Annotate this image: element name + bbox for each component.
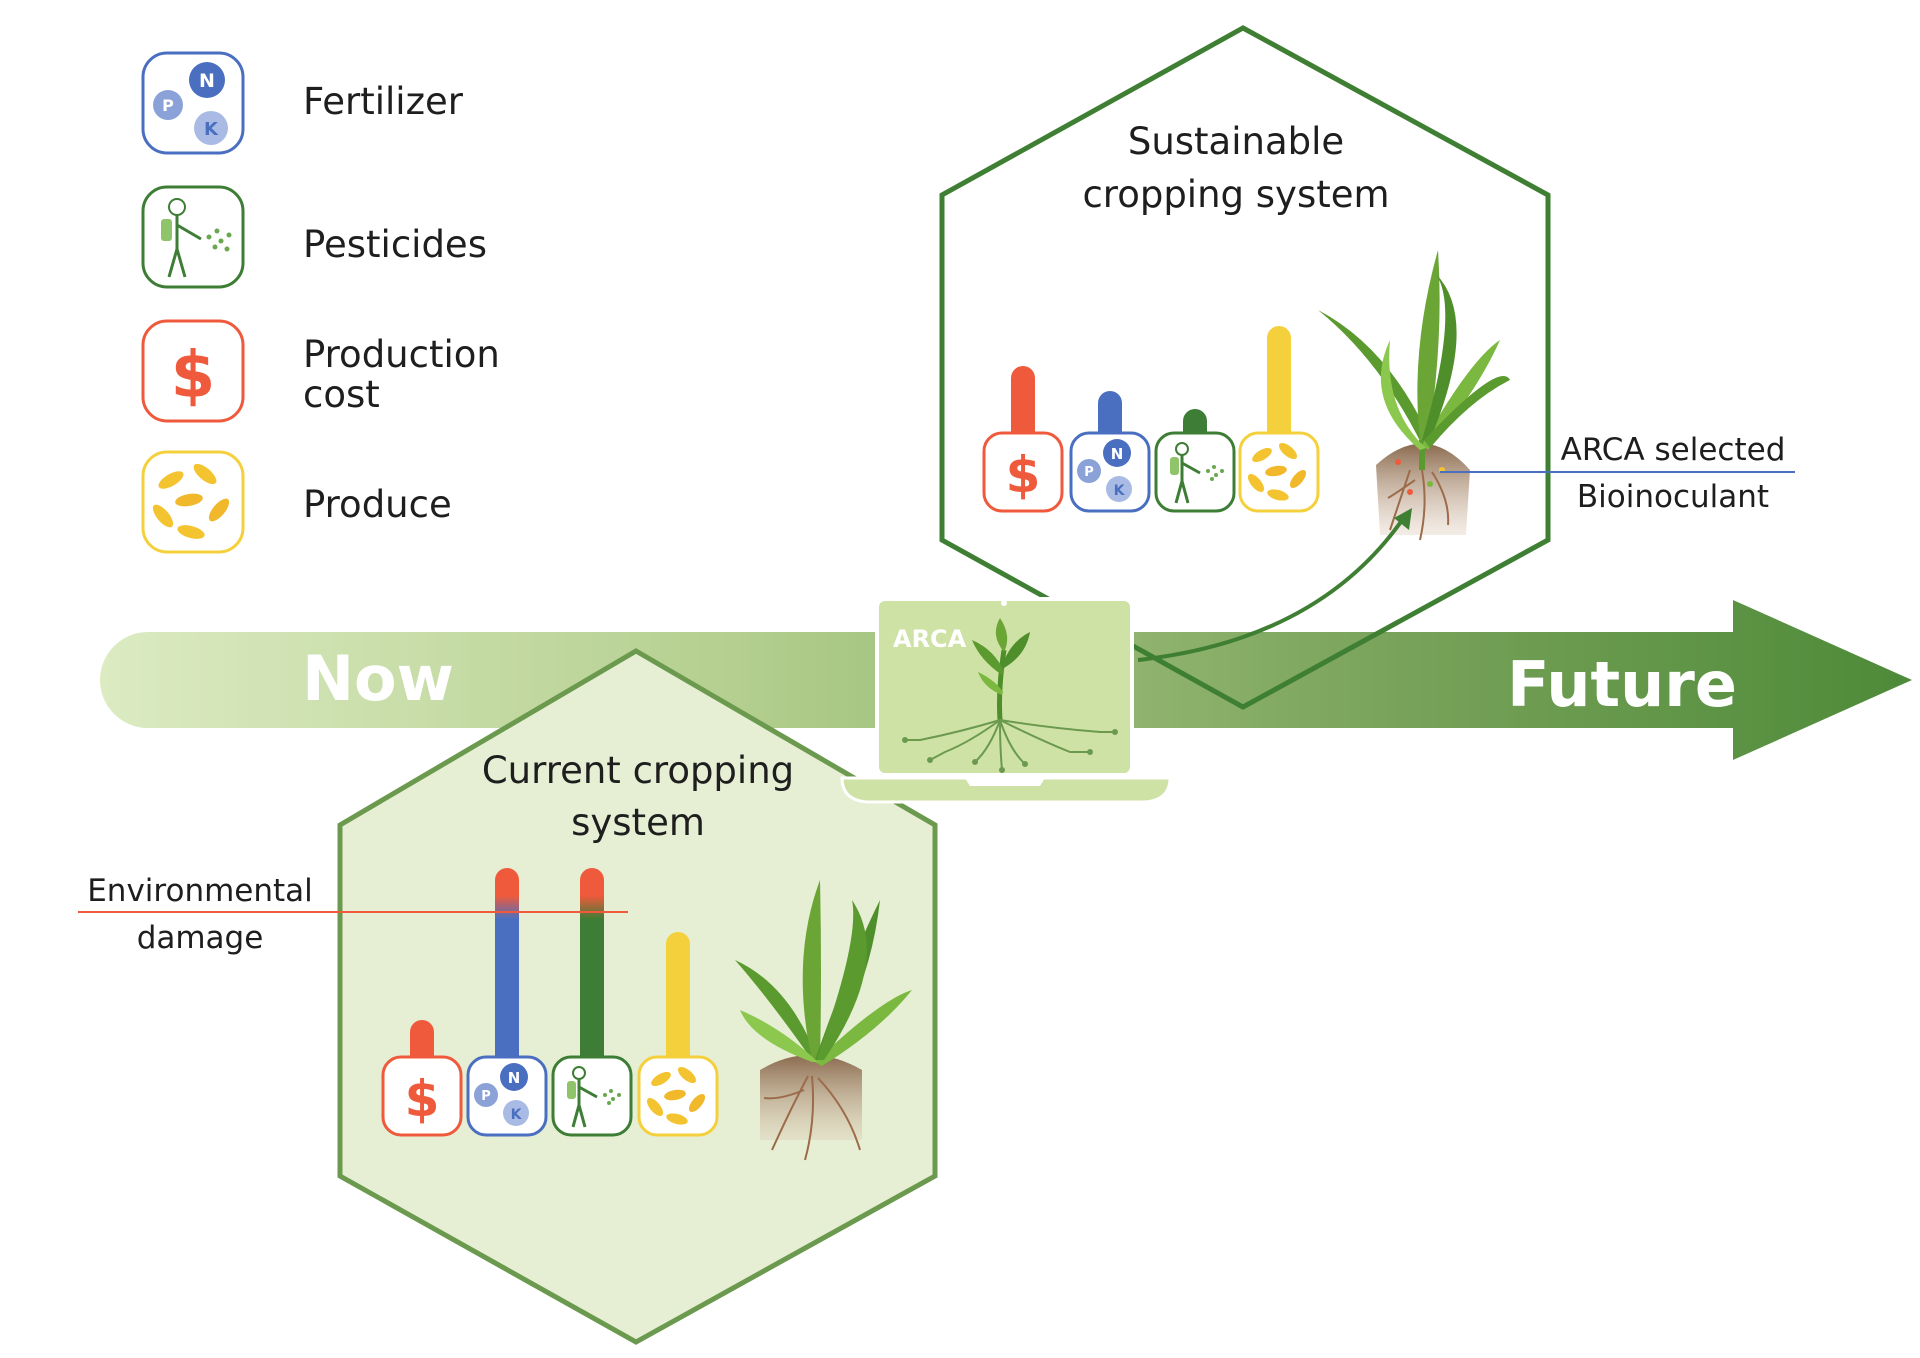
laptop-label: ARCA bbox=[893, 625, 967, 653]
legend-production-cost-icon: $ bbox=[141, 319, 245, 423]
svg-text:$: $ bbox=[1006, 446, 1041, 504]
current-system-hexagon bbox=[337, 648, 938, 1345]
svg-text:N: N bbox=[199, 70, 215, 92]
legend: N P K $ Fertilizer Pesticides bbox=[141, 51, 500, 554]
legend-produce-icon bbox=[141, 450, 245, 554]
sustainable-system-hexagon bbox=[939, 25, 1551, 710]
current-title-line1: Current cropping bbox=[482, 749, 794, 792]
legend-fertilizer-label: Fertilizer bbox=[303, 80, 464, 123]
legend-production-cost-label-line2: cost bbox=[303, 373, 380, 416]
now-label: Now bbox=[302, 642, 454, 715]
current-cost-icon: $ bbox=[381, 1055, 463, 1137]
sustainable-plant bbox=[1318, 250, 1510, 541]
legend-fertilizer-icon: N P K bbox=[141, 51, 245, 155]
svg-text:K: K bbox=[1114, 483, 1126, 499]
bioinoculant-label-line1: ARCA selected bbox=[1561, 432, 1786, 468]
svg-text:$: $ bbox=[405, 1070, 440, 1128]
legend-pesticides-icon bbox=[141, 185, 245, 289]
future-label: Future bbox=[1507, 648, 1737, 721]
sustainable-title-line2: cropping system bbox=[1082, 173, 1389, 216]
legend-produce-label: Produce bbox=[303, 483, 452, 526]
sustainable-cost-icon: $ bbox=[982, 431, 1064, 513]
svg-text:P: P bbox=[162, 96, 174, 115]
sustainable-produce-bar bbox=[1267, 326, 1291, 446]
svg-text:N: N bbox=[508, 1069, 521, 1087]
current-pesticides-bar bbox=[580, 868, 604, 1100]
current-title-line2: system bbox=[571, 801, 705, 844]
svg-text:N: N bbox=[1111, 445, 1124, 463]
sustainable-bars bbox=[1011, 326, 1291, 446]
bioinoculant-label-line2: Bioinoculant bbox=[1577, 479, 1769, 515]
sustainable-title-line1: Sustainable bbox=[1128, 120, 1344, 163]
sustainable-npk-icon: N P K bbox=[1069, 431, 1151, 513]
svg-text:K: K bbox=[511, 1107, 523, 1123]
svg-text:P: P bbox=[1084, 465, 1094, 480]
legend-production-cost-label-line1: Production bbox=[303, 333, 500, 376]
legend-pesticides-label: Pesticides bbox=[303, 223, 487, 266]
svg-text:P: P bbox=[481, 1089, 491, 1104]
environmental-label-line2: damage bbox=[137, 920, 264, 956]
svg-text:K: K bbox=[204, 119, 219, 140]
sustainable-produce-icon bbox=[1238, 431, 1320, 513]
sustainable-cost-bar bbox=[1011, 366, 1035, 446]
environmental-label-line1: Environmental bbox=[87, 873, 313, 909]
sustainable-pesticide-icon bbox=[1154, 431, 1236, 513]
current-npk-icon: N P K bbox=[466, 1055, 548, 1137]
svg-text:$: $ bbox=[171, 339, 216, 413]
current-fertilizer-bar bbox=[495, 868, 519, 1100]
current-pesticide-icon bbox=[551, 1055, 633, 1137]
arca-laptop bbox=[840, 597, 1172, 804]
current-plant bbox=[735, 880, 912, 1161]
current-produce-icon bbox=[637, 1055, 719, 1137]
connector-arrow bbox=[1137, 508, 1412, 662]
